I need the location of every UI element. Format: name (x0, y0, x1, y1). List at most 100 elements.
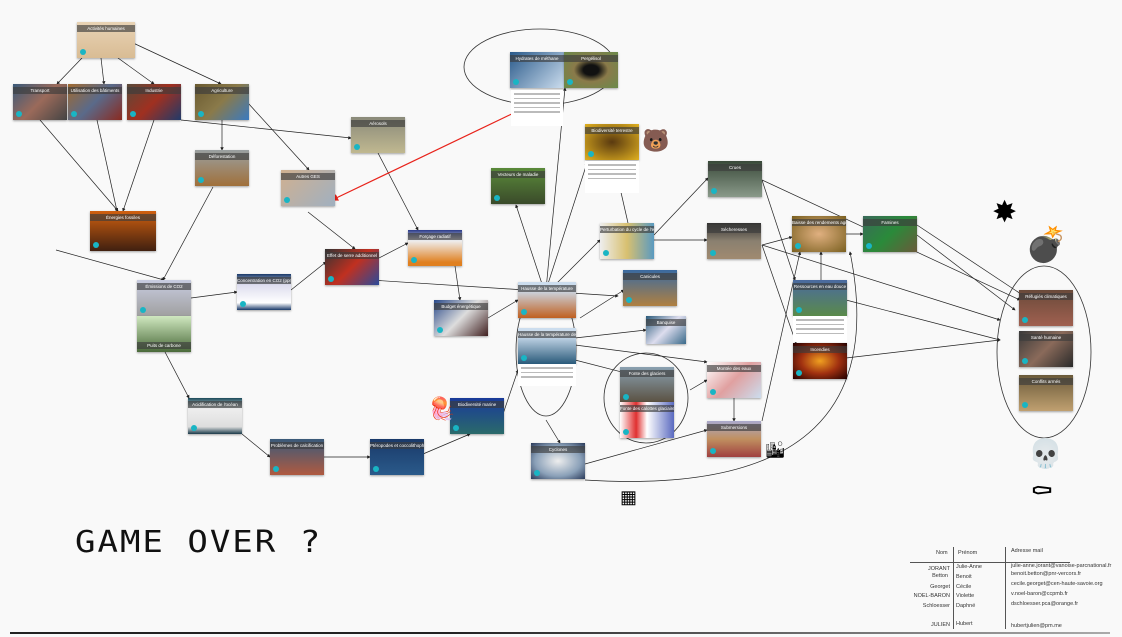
card-banquise[interactable]: Banquise (646, 316, 686, 344)
card-title: Fonte des calottes glaciaires (620, 405, 674, 412)
card-secheresses[interactable]: Sécheresses (707, 223, 761, 259)
card-sante-humaine[interactable]: Santé humaine (1019, 331, 1073, 367)
cell-email: v.noel-baron@ccpmb.fr (1011, 591, 1068, 597)
card-title: Montée des eaux (707, 365, 761, 372)
card-title: Pergélisol (564, 55, 618, 62)
note (585, 161, 639, 193)
card-temperature-eau[interactable]: Hausse de la température de l'eau (518, 328, 576, 364)
card-title: Forçage radiatif (408, 233, 462, 240)
badge-icon (191, 425, 197, 431)
badge-icon (567, 79, 573, 85)
badge-icon (71, 111, 77, 117)
card-title: Activités humaines (77, 25, 135, 32)
card-title: Transport (13, 87, 67, 94)
card-title: Aérosols (351, 120, 405, 127)
bomb-icon: 💣 (1025, 226, 1068, 264)
card-famines[interactable]: Famines (863, 216, 917, 252)
badge-icon (710, 389, 716, 395)
card-eau-douce[interactable]: Ressources en eau douce (793, 280, 847, 316)
card-title: Sécheresses (707, 226, 761, 233)
card-vecteurs-maladie[interactable]: Vecteurs de maladie (491, 168, 545, 204)
card-title: Agriculture (195, 87, 249, 94)
cell-email: hubertjulien@pm.me (1011, 623, 1062, 629)
card-title: Problèmes de calcification (270, 442, 324, 449)
card-acidification[interactable]: Acidification de l'océan (188, 398, 242, 434)
card-title: Industrie (127, 87, 181, 94)
cell-nom: JULIEN (931, 622, 950, 628)
card-title: Effet de serre additionnel (325, 252, 379, 259)
skull-icon: 💀 (1028, 438, 1063, 469)
cell-nom: Betton (932, 573, 948, 579)
badge-icon (198, 111, 204, 117)
card-effet-serre[interactable]: Effet de serre additionnel (325, 249, 379, 285)
cell-email: julie-anne.jorant@vanoise-parcnational.f… (1011, 563, 1112, 569)
card-cycle-eau[interactable]: Perturbation du cycle de l'eau (600, 223, 654, 259)
card-calcification[interactable]: Problèmes de calcification (270, 439, 324, 475)
header-nom: Nom (936, 550, 948, 556)
badge-icon (284, 197, 290, 203)
card-title: Concentration en CO2 (ppm) (237, 277, 291, 284)
cell-email: dschloesser.pca@orange.fr (1011, 601, 1079, 607)
card-title: Incendies (793, 346, 847, 353)
cell-prenom: Cécile (956, 584, 972, 590)
cell-email: cecile.georget@cen-haute-savoie.org (1011, 581, 1103, 587)
card-conflits-armes[interactable]: Conflits armés (1019, 375, 1073, 411)
card-budget-energetique[interactable]: Budget énergétique (434, 300, 488, 336)
card-title: Perturbation du cycle de l'eau (600, 226, 654, 233)
card-activites-humaines[interactable]: Activités humaines (77, 22, 135, 58)
card-batiments[interactable]: Utilisation des bâtiments (68, 84, 122, 120)
note (511, 90, 563, 126)
card-canicules[interactable]: Canicules (623, 270, 677, 306)
card-fonte-glaciers[interactable]: Fonte des glaciers (620, 367, 674, 403)
card-pteropodes[interactable]: Ptéropodes et coccolithophores (370, 439, 424, 475)
cell-prenom: Benoit (956, 574, 972, 580)
card-pergelisol[interactable]: Pergélisol (564, 52, 618, 88)
card-emissions-co2[interactable]: Émissions de CO2 (137, 280, 191, 316)
card-transport[interactable]: Transport (13, 84, 67, 120)
card-title: Canicules (623, 273, 677, 280)
card-puits-carbone[interactable]: Puits de carbone (137, 316, 191, 352)
card-title: Autres GES (281, 173, 335, 180)
card-title: Famines (863, 219, 917, 226)
card-agriculture[interactable]: Agriculture (195, 84, 249, 120)
badge-icon (795, 243, 801, 249)
card-crues[interactable]: Crues (708, 161, 762, 197)
card-fonte-calottes[interactable]: Fonte des calottes glaciaires (620, 402, 674, 438)
cell-email: benoit.betton@pnr-vercors.fr (1011, 571, 1082, 577)
card-forcage-radiatif[interactable]: Forçage radiatif (408, 230, 462, 266)
card-incendies[interactable]: Incendies (793, 343, 847, 379)
card-title: Ptéropodes et coccolithophores (370, 442, 424, 449)
card-title: Utilisation des bâtiments (68, 87, 122, 94)
card-title: Banquise (646, 319, 686, 326)
card-montee-eaux[interactable]: Montée des eaux (707, 362, 761, 398)
card-hausse-temperature[interactable]: Hausse de la température (518, 282, 576, 318)
bottom-rule (10, 632, 1110, 634)
badge-icon (623, 394, 629, 400)
card-hydrates-methane[interactable]: Hydrates de méthane (510, 52, 564, 88)
badge-icon (240, 301, 246, 307)
card-autres-ges[interactable]: Autres GES (281, 170, 335, 206)
scribble-icon: ▦ (620, 487, 638, 507)
card-industrie[interactable]: Industrie (127, 84, 181, 120)
card-energies-fossiles[interactable]: Énergies fossiles (90, 211, 156, 251)
card-cyclones[interactable]: Cyclones (531, 443, 585, 479)
card-submersions[interactable]: Submersions (707, 421, 761, 457)
badge-icon (130, 111, 136, 117)
card-refugies[interactable]: Réfugiés climatiques (1019, 290, 1073, 326)
card-title: Biodiversité marine (450, 401, 504, 408)
card-title: Vecteurs de maladie (491, 171, 545, 178)
cell-prenom: Hubert (956, 621, 973, 627)
card-aerosols[interactable]: Aérosols (351, 117, 405, 153)
card-title: Conflits armés (1019, 378, 1073, 385)
badge-icon (354, 144, 360, 150)
card-biodiversite-terrestre[interactable]: Biodiversité terrestre (585, 124, 639, 160)
badge-icon (93, 242, 99, 248)
note (518, 364, 576, 386)
cell-prenom: Violette (956, 593, 975, 599)
card-concentration-co2[interactable]: Concentration en CO2 (ppm) (237, 274, 291, 310)
card-rendements-agricoles[interactable]: Baisse des rendements agricoles (792, 216, 846, 252)
card-biodiversite-marine[interactable]: Biodiversité marine (450, 398, 504, 434)
badge-icon (1022, 317, 1028, 323)
card-deforestation[interactable]: Déforestation (195, 150, 249, 186)
